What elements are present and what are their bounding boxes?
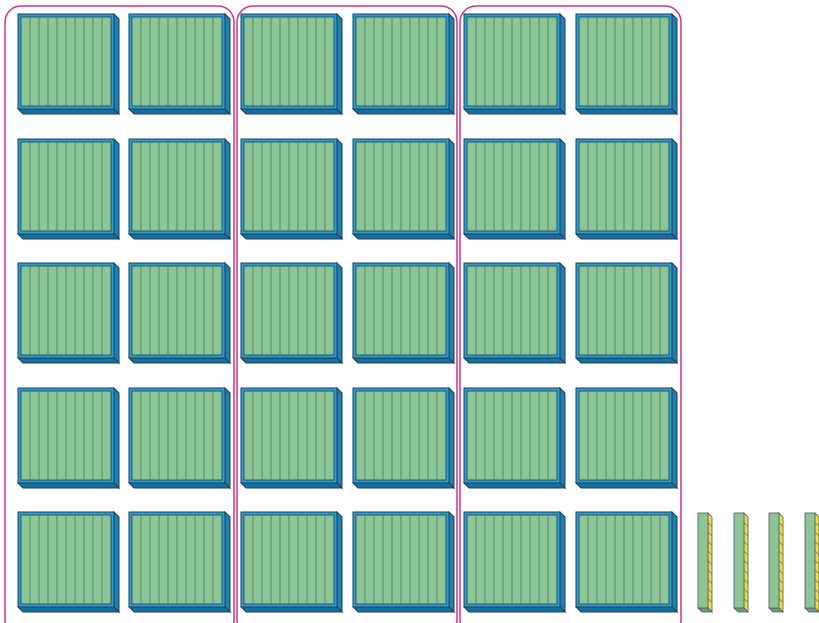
hundred-flat xyxy=(353,388,454,488)
hundred-flat xyxy=(18,139,119,239)
hundred-flat xyxy=(353,139,454,239)
hundred-flat xyxy=(129,139,230,239)
hundred-flat xyxy=(129,263,230,363)
hundred-flat xyxy=(576,139,677,239)
hundred-flat xyxy=(464,14,565,114)
hundred-flat xyxy=(129,512,230,612)
hundred-flat xyxy=(353,14,454,114)
ten-rod xyxy=(805,513,819,612)
hundred-flat xyxy=(576,14,677,114)
hundred-flat xyxy=(464,263,565,363)
hundred-flats xyxy=(18,14,677,612)
hundred-flat xyxy=(241,139,342,239)
hundred-flat xyxy=(353,263,454,363)
hundred-flat xyxy=(18,512,119,612)
hundred-flat xyxy=(464,139,565,239)
ten-rods xyxy=(698,513,819,612)
hundred-flat xyxy=(241,263,342,363)
hundred-flat xyxy=(18,263,119,363)
hundred-flat xyxy=(464,388,565,488)
hundred-flat xyxy=(18,388,119,488)
hundred-flat xyxy=(241,512,342,612)
hundred-flat xyxy=(129,388,230,488)
hundred-flat xyxy=(576,512,677,612)
hundred-flat xyxy=(464,512,565,612)
hundred-flat xyxy=(18,14,119,114)
hundred-flat xyxy=(576,388,677,488)
hundred-flat xyxy=(129,14,230,114)
hundred-flat xyxy=(241,14,342,114)
hundred-flat xyxy=(353,512,454,612)
hundred-flat xyxy=(241,388,342,488)
ten-rod xyxy=(769,513,783,612)
ten-rod xyxy=(698,513,712,612)
hundred-flat xyxy=(576,263,677,363)
ten-rod xyxy=(734,513,748,612)
